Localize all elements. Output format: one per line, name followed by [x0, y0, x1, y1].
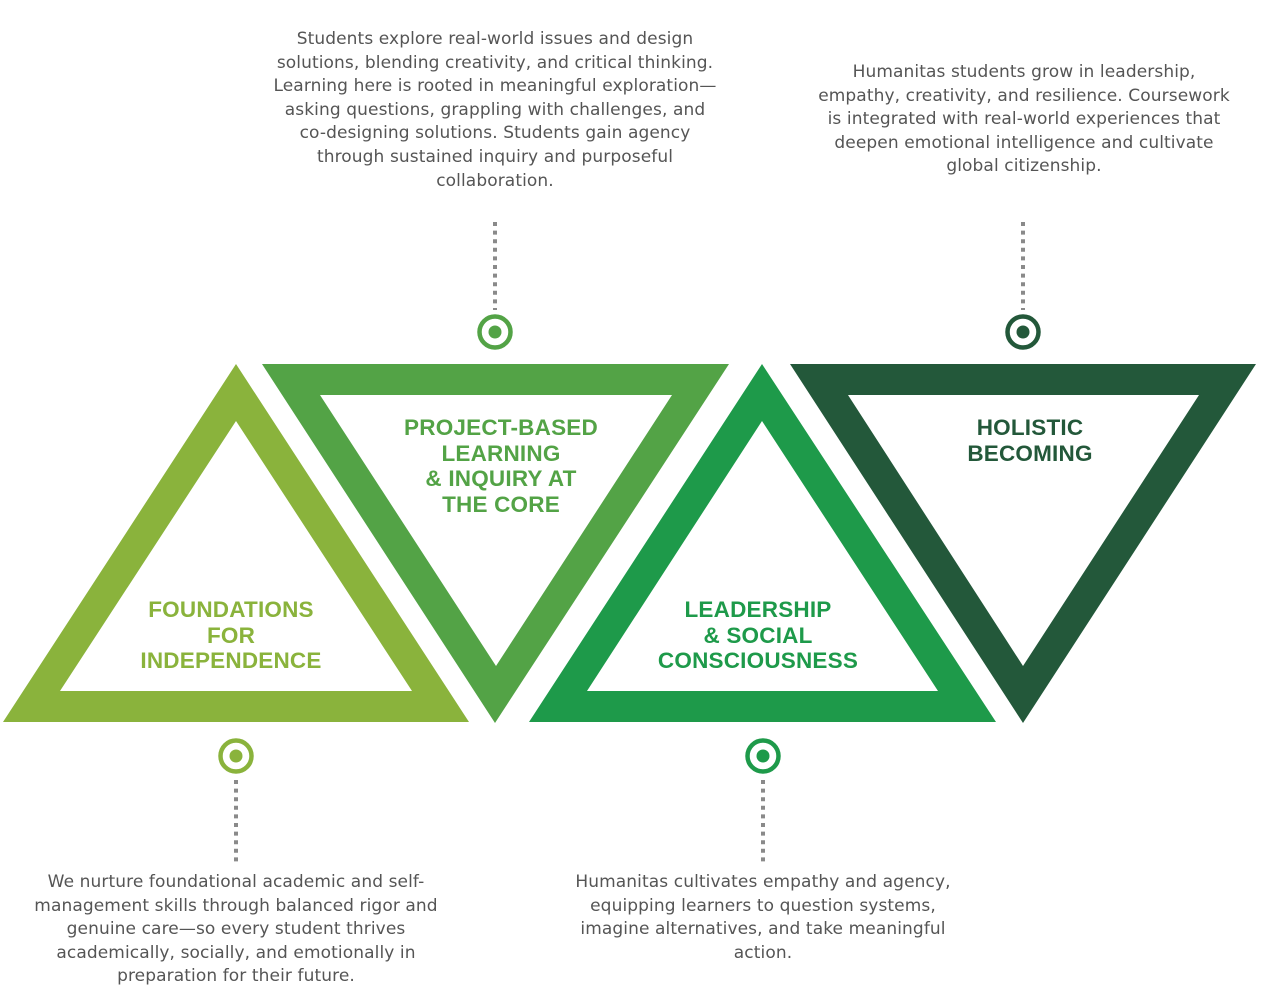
foundations-title: FOUNDATIONS FOR INDEPENDENCE	[140, 597, 322, 673]
foundations-description: We nurture foundational academic and sel…	[34, 872, 438, 987]
foundations-node-icon	[218, 738, 254, 774]
holistic-description: Humanitas students grow in leadership, e…	[818, 62, 1230, 177]
holistic-triangle	[790, 364, 1256, 723]
foundations-triangle	[3, 364, 469, 722]
leadership-description: Humanitas cultivates empathy and agency,…	[575, 872, 951, 963]
project-node-icon	[477, 314, 513, 350]
leadership-title: LEADERSHIP & SOCIAL CONSCIOUSNESS	[657, 597, 859, 673]
leadership-triangle	[529, 364, 996, 722]
project-triangle	[262, 364, 729, 723]
holistic-node-icon	[1005, 314, 1041, 350]
project-description: Students explore real-world issues and d…	[273, 29, 717, 191]
project-title: PROJECT-BASED LEARNING & INQUIRY AT THE …	[404, 415, 598, 517]
holistic-title: HOLISTIC BECOMING	[967, 415, 1093, 466]
leadership-node-icon	[745, 738, 781, 774]
